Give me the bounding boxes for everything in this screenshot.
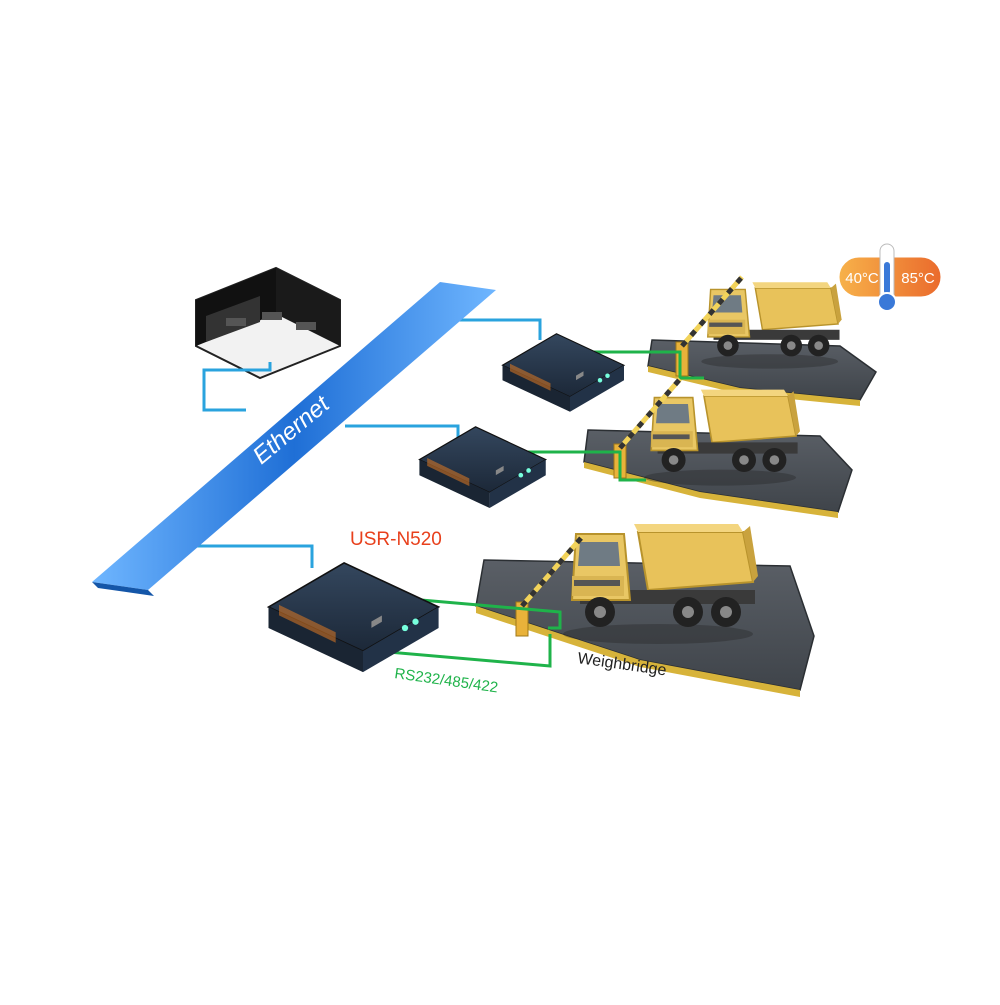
serial-link-line [516, 450, 646, 482]
temp-high-label: 85°C [901, 270, 935, 287]
serial-server-icon [418, 426, 547, 509]
network-links [190, 318, 542, 568]
serial-server-icon [267, 562, 440, 673]
weighbridge-lane-1 [501, 277, 877, 413]
device-model-label: USR-N520 [350, 529, 442, 550]
weighbridge-lane-2 [418, 379, 853, 518]
weighbridge-lane-3 [267, 523, 815, 697]
temp-low-label: 40°C [845, 270, 879, 287]
serial-link-line [592, 350, 704, 380]
thermometer-icon [877, 292, 897, 312]
control-room-icon [195, 266, 341, 380]
temperature-badge: 40°C 85°C [836, 243, 944, 312]
serial-server-icon [501, 333, 625, 413]
serial-link-line [397, 596, 562, 630]
serial-interface-label: RS232/485/422 [393, 665, 499, 696]
control-room-link [202, 362, 272, 412]
